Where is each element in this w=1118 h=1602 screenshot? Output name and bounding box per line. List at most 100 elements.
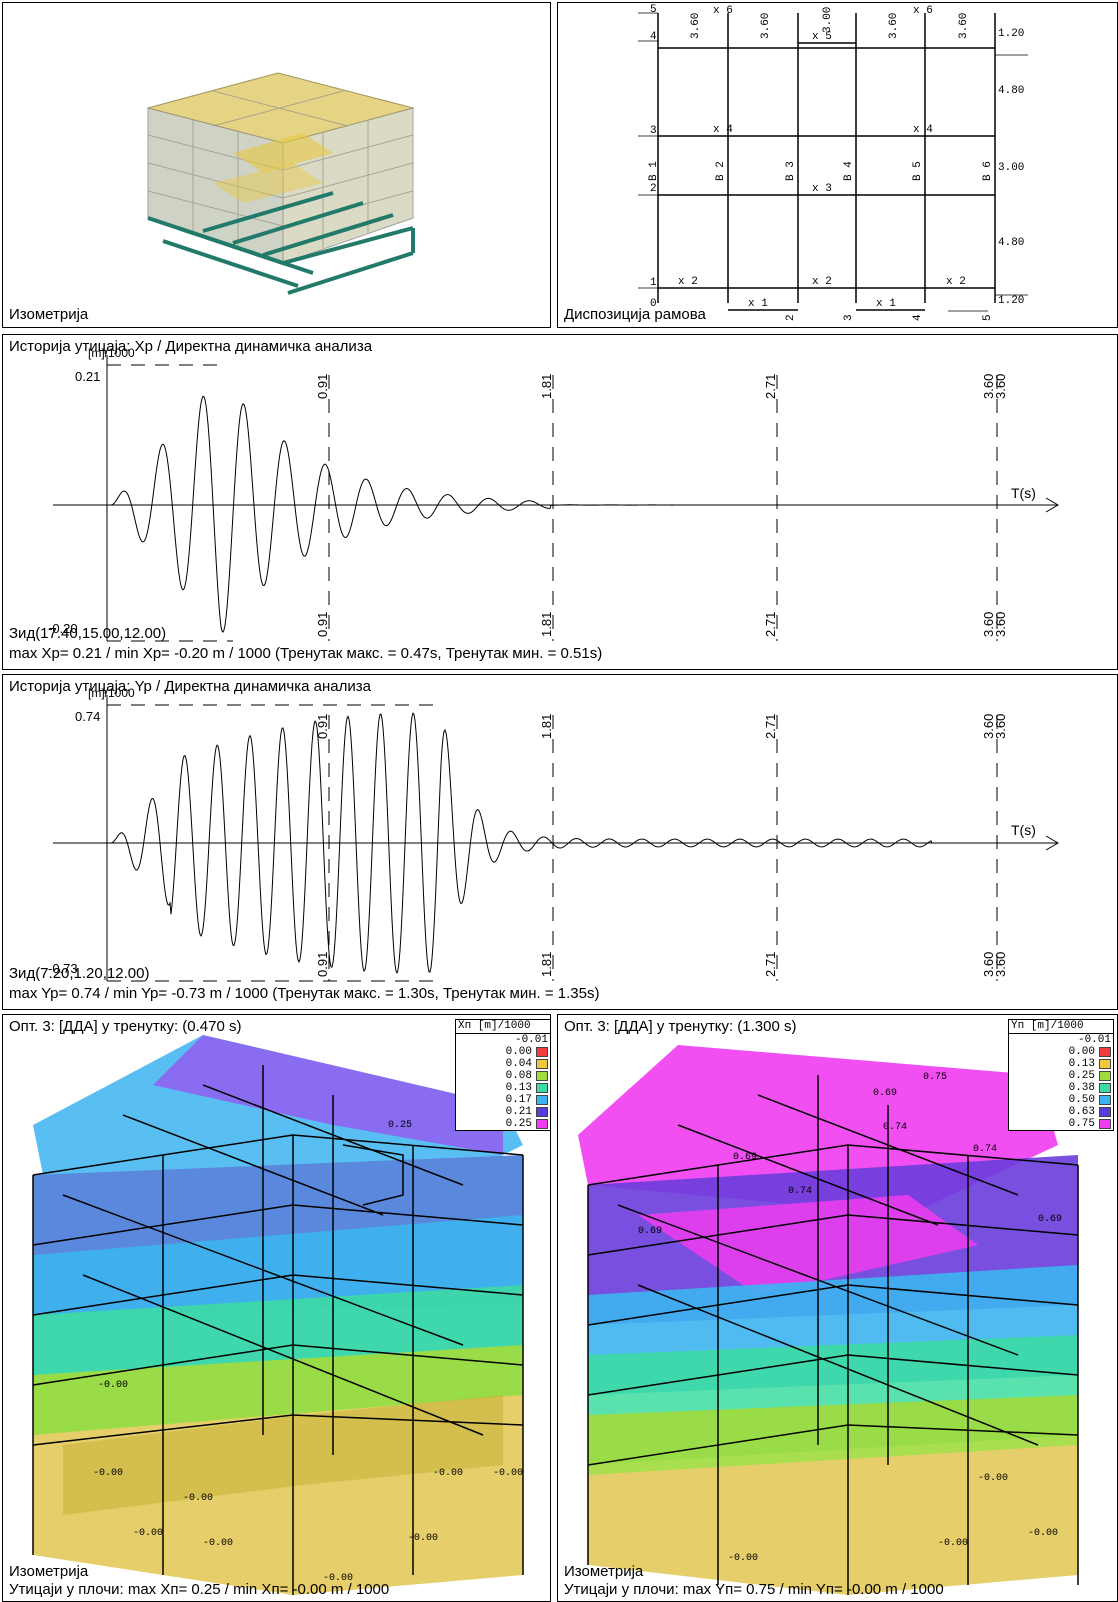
result-y-legend-swatch: [1099, 1083, 1111, 1093]
dim-right-3: 3.00: [998, 162, 1024, 174]
y-tick-091-top: 0.91: [315, 714, 330, 739]
result-x-legend-row: 0.00: [456, 1046, 550, 1058]
b-label-1: B 1: [648, 161, 660, 181]
y-tick-181-top: 1.81: [539, 714, 554, 739]
result-x-title: Опт. 3: [ДДА] у тренутку: (0.470 s): [9, 1018, 242, 1035]
x-tick-271-top: 2.71: [763, 374, 778, 399]
b-label-3: B 3: [785, 161, 797, 181]
result-x-summary: Утицаји у плочи: max Xп= 0.25 / min Xп= …: [9, 1581, 390, 1598]
y-ymin-label: -0.73: [48, 961, 78, 976]
result-x-legend-swatch: [536, 1047, 548, 1057]
y-point-label-4: -0.00: [728, 1553, 758, 1564]
time-history-y-panel[interactable]: 0.74 T(s) 0.91 1.81 2.71 3.60 3.60 0.91 …: [2, 674, 1118, 1010]
y-top-label-6: 0.69: [638, 1226, 662, 1237]
top-dim-1: 3.60: [690, 13, 702, 39]
result-x-legend-swatch: [536, 1119, 548, 1129]
result-y-legend-value: 0.38: [1068, 1082, 1095, 1094]
result-y-legend-value: 0.50: [1068, 1094, 1095, 1106]
dim-right-5: 1.20: [998, 295, 1024, 307]
result-x-legend-value: -0.01: [514, 1034, 548, 1046]
row-label-2: 2: [650, 183, 657, 195]
y-t-axis-label: T(s): [1011, 822, 1036, 838]
x-tick-181-top: 1.81: [539, 374, 554, 399]
result-y-legend-value: 0.00: [1068, 1046, 1095, 1058]
x-tick-181-bot: 1.81: [539, 612, 554, 637]
time-history-y-chart: 0.74 T(s) 0.91 1.81 2.71 3.60 3.60 0.91 …: [48, 686, 1059, 982]
result-x-legend-row: 0.17: [456, 1094, 550, 1106]
x-label-2a: x 2: [678, 276, 698, 288]
top-dim-2: 3.60: [760, 13, 772, 39]
y-point-label-1: -0.00: [978, 1473, 1008, 1484]
x-label-3: x 3: [812, 183, 832, 195]
result-x-legend-swatch: [536, 1107, 548, 1117]
row-label-3: 3: [650, 125, 657, 137]
x-point-label-3: -0.00: [93, 1468, 123, 1479]
result-x-legend-row: 0.08: [456, 1070, 550, 1082]
result-y-legend-swatch: [1099, 1107, 1111, 1117]
result-y-summary: Утицаји у плочи: max Yп= 0.75 / min Yп= …: [564, 1581, 944, 1598]
result-y-contour-view: 0.69 0.74 0.75 0.69 0.74 0.69 0.74 0.69 …: [578, 1045, 1079, 1595]
y-top-label-7: 0.74: [973, 1144, 997, 1155]
x-point-label-5: -0.00: [133, 1528, 163, 1539]
x-ymin-label: -0.20: [48, 621, 78, 636]
time-history-x-wall: Зид(17.40,15.00,12.00): [9, 625, 167, 642]
y-tick-181-bot: 1.81: [539, 952, 554, 977]
result-y-legend-swatch: [1099, 1095, 1111, 1105]
building-isometric-drawing: [146, 72, 415, 295]
x-label-2c: x 2: [946, 276, 966, 288]
x-point-label-8: -0.00: [408, 1533, 438, 1544]
result-x-legend-swatch: [536, 1071, 548, 1081]
x-tick-360a-bot: 3.60: [981, 612, 996, 637]
b-label-2: B 2: [715, 161, 727, 181]
result-y-caption: Изометрија: [564, 1563, 644, 1580]
x-tick-271-bot: 2.71: [763, 612, 778, 637]
dim-right-4: 4.80: [998, 237, 1024, 249]
y-tick-360b-bot: 3.60: [993, 952, 1008, 977]
x-point-label-7: -0.00: [323, 1573, 353, 1584]
result-x-legend-row: 0.04: [456, 1058, 550, 1070]
y-tick-091-bot: 0.91: [315, 952, 330, 977]
x-label-5: x 5: [812, 31, 832, 43]
x-point-label-4: -0.00: [183, 1493, 213, 1504]
b-label-6: B 6: [982, 161, 994, 181]
x-label-1a: x 1: [748, 298, 768, 310]
frame-layout-panel[interactable]: 5 4 3 2 1 0 1.20 4.80 3.00 4.80 1.20 x 6…: [557, 2, 1118, 328]
isometric-caption: Изометрија: [9, 306, 89, 323]
col-label-3: 3: [843, 314, 855, 321]
result-x-legend-value: 0.08: [505, 1070, 532, 1082]
isometric-view-panel[interactable]: Изометрија: [2, 2, 551, 328]
result-x-legend-value: 0.25: [505, 1118, 532, 1130]
result-x-legend-title: Xп [m]/1000: [456, 1020, 550, 1034]
frame-layout-caption: Диспозиција рамова: [564, 306, 706, 323]
y-top-label-2: 0.74: [883, 1122, 907, 1133]
y-tick-360a-top: 3.60: [981, 714, 996, 739]
time-history-x-panel[interactable]: 0.21 T(s) 0.91 1.81 2.71 3.60 3.60 0.91 …: [2, 334, 1118, 670]
result-x-legend-row: 0.13: [456, 1082, 550, 1094]
x-tick-360b-top: 3.60: [993, 374, 1008, 399]
result-y-legend-value: -0.01: [1077, 1034, 1111, 1046]
dim-right-1: 1.20: [998, 28, 1024, 40]
b-label-4: B 4: [843, 161, 855, 181]
x-point-label-10: -0.00: [493, 1468, 523, 1479]
y-unit-label: [m]/1000: [88, 686, 135, 700]
result-x-caption: Изометрија: [9, 1563, 89, 1580]
result-y-legend-value: 0.63: [1068, 1106, 1095, 1118]
y-tick-360b-top: 3.60: [993, 714, 1008, 739]
result-x-legend-swatch: [536, 1059, 548, 1069]
result-x-legend-value: 0.00: [505, 1046, 532, 1058]
result-y-legend-row: 0.13: [1009, 1058, 1113, 1070]
result-y-legend-swatch: [1099, 1047, 1111, 1057]
b-label-5: B 5: [912, 161, 924, 181]
row-label-4: 4: [650, 31, 657, 43]
x-ymax-label: 0.21: [75, 369, 100, 384]
result-x-panel[interactable]: 0.25 -0.00 -0.00 -0.00 -0.00 -0.00 -0.00…: [2, 1014, 551, 1602]
result-y-panel[interactable]: 0.69 0.74 0.75 0.69 0.74 0.69 0.74 0.69 …: [557, 1014, 1118, 1602]
row-label-0: 0: [650, 298, 657, 310]
x-top-value: 0.25: [388, 1120, 412, 1131]
result-y-legend-swatch: [1099, 1071, 1111, 1081]
x-t-axis-label: T(s): [1011, 485, 1036, 501]
result-y-legend-row: 0.75: [1009, 1118, 1113, 1130]
result-y-legend-row: 0.38: [1009, 1082, 1113, 1094]
